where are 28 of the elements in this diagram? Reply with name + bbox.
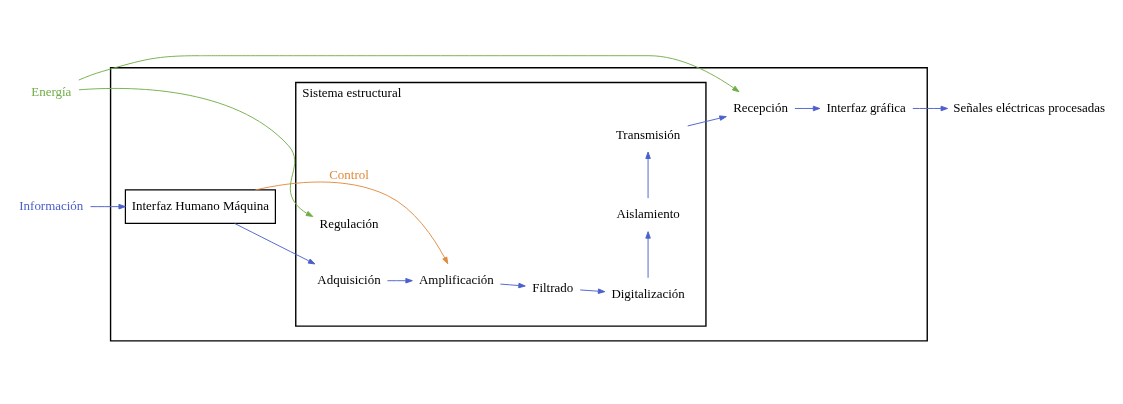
- node-text: Amplificación: [418, 272, 494, 288]
- node-text: Regulación: [319, 215, 379, 231]
- arrow: [90, 203, 126, 210]
- arrow: [254, 181, 449, 265]
- node-text: Señales eléctricas procesadas: [953, 99, 1105, 115]
- arrow: [499, 282, 526, 289]
- arrow: [687, 115, 727, 127]
- cluster: [109, 67, 928, 342]
- node-text: Recepción: [733, 99, 788, 115]
- node-text: Digitalización: [611, 286, 685, 302]
- arrow: [234, 222, 316, 265]
- node-text: Transmisión: [615, 126, 681, 142]
- arrow: [645, 231, 651, 279]
- node-text: Información: [19, 198, 84, 214]
- arrow: [579, 288, 606, 294]
- arrow: [645, 151, 651, 199]
- arrow: [78, 55, 740, 93]
- arrow: [78, 88, 314, 217]
- node-text: Interfaz gráfica: [826, 99, 906, 115]
- arrow: [386, 277, 413, 284]
- node-text: Energía: [31, 84, 72, 100]
- edge-label: Control: [329, 167, 369, 183]
- node-text: Adquisición: [317, 272, 381, 288]
- node-text: Filtrado: [532, 279, 574, 295]
- arrow: [794, 105, 821, 112]
- node-text: Aislamiento: [616, 206, 680, 222]
- node-box: Interfaz Humano Máquina: [124, 189, 276, 224]
- arrow: [912, 105, 948, 112]
